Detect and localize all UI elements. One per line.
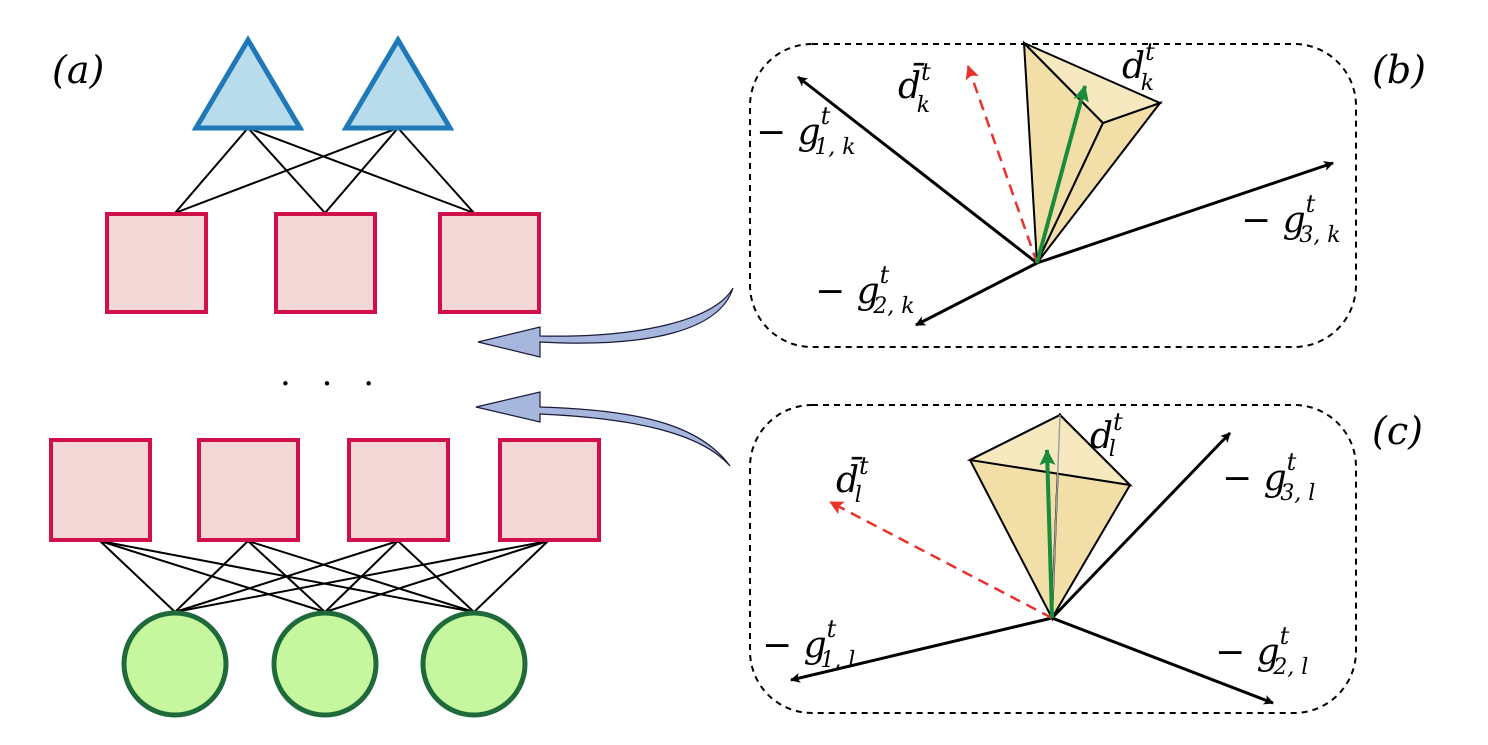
panel-b-g1-vector (797, 75, 1038, 265)
panel-c-g1-vector (790, 616, 1053, 683)
panel-c-g3-vector (1050, 431, 1232, 620)
curved-arrow-lower (475, 391, 731, 467)
input-node-2 (271, 610, 379, 718)
lower-hidden-node-2 (197, 438, 300, 542)
input-node-3 (420, 610, 528, 718)
ellipsis: . . . (280, 354, 384, 394)
panel-b-d-vector (1035, 85, 1089, 264)
panel-b-g3-vector (1036, 161, 1334, 265)
panel-a-label: (a) (52, 48, 104, 92)
upper-hidden-node-2 (274, 212, 377, 314)
panel-c-dbar-vector (829, 500, 1053, 620)
panel-c-label: (c) (1372, 409, 1423, 453)
curved-arrow-upper (477, 287, 734, 358)
panel-b-label: (b) (1372, 48, 1426, 92)
lower-hidden-node-4 (498, 438, 601, 542)
output-node-2 (341, 35, 455, 131)
panel-b-g2-vector (915, 261, 1038, 327)
panel-c-d-vector (1039, 449, 1056, 619)
input-node-1 (121, 610, 229, 718)
panel-b-cone (1022, 40, 1163, 264)
lower-connections (99, 540, 549, 613)
output-node-1 (191, 35, 305, 131)
lower-hidden-node-3 (347, 438, 450, 542)
upper-hidden-node-3 (438, 212, 541, 314)
upper-connections (174, 127, 475, 214)
panel-a-network: . . . (a) (49, 35, 601, 718)
lower-hidden-node-1 (49, 438, 152, 542)
panel-c-frame (749, 404, 1357, 714)
panel-c-g2-vector (1051, 616, 1274, 705)
upper-hidden-node-1 (105, 212, 208, 314)
